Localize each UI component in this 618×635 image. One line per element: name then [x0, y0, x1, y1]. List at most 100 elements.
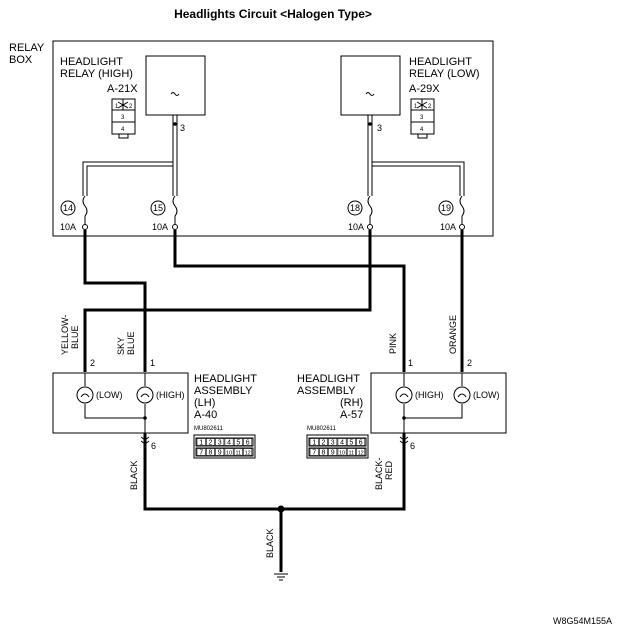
- lh-connector-cell: [224, 438, 234, 446]
- relay-low-pin-3: 3: [420, 115, 424, 121]
- rh-connector-cell: [318, 448, 328, 456]
- fuse-19-number: 19: [441, 203, 451, 213]
- fuse-14-badge: [60, 200, 76, 216]
- lh-connector-pin-7: 7: [199, 449, 203, 456]
- rh-high-bulb-icon: [395, 386, 413, 404]
- rh-connector-cell: [309, 448, 319, 456]
- lh-part-number: MU802611: [194, 426, 224, 432]
- fuse-18: 18 10A: [347, 195, 373, 232]
- wire-label-black-lh: BLACK: [129, 460, 139, 490]
- fuse-15-badge: [150, 200, 166, 216]
- wire-label-black-red: BLACK- RED: [374, 457, 394, 490]
- relay-high-switch-symbol: [170, 92, 180, 96]
- svg-text:YELLOW-: YELLOW-: [60, 315, 70, 355]
- wire-label-orange: ORANGE: [448, 315, 458, 354]
- rh-connector-cell: [337, 438, 347, 446]
- lh-connector-cell: [196, 448, 206, 456]
- lh-assembly-label-line1: HEADLIGHT: [194, 373, 257, 385]
- lh-low-label: (LOW): [96, 390, 123, 400]
- relay-high-terminal-dot: [173, 122, 177, 126]
- fuse-14-terminal: [82, 224, 88, 230]
- relay-low-label-line1: HEADLIGHT: [409, 56, 472, 68]
- wire-label-black-ground: BLACK: [265, 528, 275, 558]
- lh-connector-cell: [243, 438, 253, 446]
- lh-low-bulb-icon: [76, 386, 94, 404]
- lh-connector-pin-6: 6: [246, 439, 250, 446]
- lh-connector-pin-4: 4: [227, 439, 231, 446]
- fuse-14-number: 14: [63, 203, 73, 213]
- rh-connector-cell: [309, 438, 319, 446]
- fuse-15: 15 10A: [150, 195, 178, 232]
- rh-pin-ground: 6: [410, 441, 415, 451]
- lh-connector-pin-3: 3: [218, 439, 222, 446]
- lh-assembly-label-line2: ASSEMBLY: [194, 385, 253, 397]
- lh-connector-cell: [206, 438, 215, 446]
- rh-connector-cell: [356, 448, 366, 456]
- relay-high-code: A-21X: [107, 83, 138, 95]
- rh-ground-connector-mark: [399, 436, 409, 445]
- relay-box-label-line2: BOX: [9, 54, 33, 66]
- relay-box-internal-wiring: [82, 115, 465, 196]
- headlight-relay-low: HEADLIGHT RELAY (LOW) A-29X 3 1 2 3 4: [340, 55, 480, 139]
- relay-low-pin-2: 2: [428, 104, 432, 110]
- lh-ground-connector-mark: [140, 436, 150, 445]
- relay-low-terminal-dot: [368, 122, 372, 126]
- rh-low-label: (LOW): [473, 390, 500, 400]
- fuse-18-terminal: [367, 224, 373, 230]
- svg-text:BLUE: BLUE: [126, 331, 136, 355]
- rh-connector-cell: [356, 438, 366, 446]
- rh-assembly-label-line1: HEADLIGHT: [297, 373, 360, 385]
- svg-text:BLUE: BLUE: [70, 325, 80, 349]
- svg-text:BLACK-: BLACK-: [374, 457, 384, 490]
- rh-connector-pin-9: 9: [331, 449, 335, 456]
- lh-connector-pin-8: 8: [208, 449, 212, 456]
- fuse-14-symbol: [82, 195, 88, 224]
- rh-connector-pin-1: 1: [312, 439, 316, 446]
- relay-box: [52, 40, 494, 237]
- relay-high-label-line1: HEADLIGHT: [60, 56, 123, 68]
- lh-connector-cell: [233, 448, 243, 456]
- rh-connector-cell: [328, 448, 338, 456]
- rh-connector-pin-6: 6: [359, 439, 363, 446]
- rh-connector-pin-7: 7: [312, 449, 316, 456]
- relay-low-terminal: 3: [377, 123, 382, 133]
- rh-connector-cell: [346, 438, 356, 446]
- rh-low-bulb-icon: [453, 386, 471, 404]
- rh-connector-pin-10: 10: [339, 450, 345, 456]
- rh-connector-pin-11: 11: [348, 450, 354, 456]
- lh-connector-cell: [196, 438, 206, 446]
- lh-high-bulb-icon: [136, 386, 154, 404]
- wire-ground-bus: [143, 433, 406, 511]
- relay-low-label-line2: RELAY (LOW): [409, 68, 480, 80]
- fuse-15-rating: 10A: [152, 222, 168, 232]
- lh-connector-cell: [215, 448, 225, 456]
- rh-connector-pin-3: 3: [331, 439, 335, 446]
- rh-connector-icon: [306, 434, 369, 459]
- rh-connector-cell: [328, 438, 338, 446]
- fuse-15-symbol: [172, 195, 178, 224]
- lh-connector-pin-2: 2: [208, 439, 212, 446]
- fuse-19: 19 10A: [438, 195, 465, 232]
- relay-low-pin-1: 1: [414, 104, 418, 110]
- relay-low-switch-symbol: [365, 92, 375, 96]
- wire-label-yellow-blue: YELLOW- BLUE: [60, 315, 80, 355]
- rh-connector-cell: [346, 448, 356, 456]
- rh-pin-high: 1: [408, 358, 413, 368]
- rh-high-label: (HIGH): [415, 390, 444, 400]
- rh-connector-pin-8: 8: [321, 449, 325, 456]
- relay-high-pin-2: 2: [129, 104, 133, 110]
- lh-assembly-label-line3: (LH): [194, 397, 215, 409]
- fuse-15-terminal: [172, 224, 178, 230]
- lh-pin-low: 2: [90, 358, 95, 368]
- lh-connector-cell: [215, 438, 225, 446]
- relay-high-pin-4: 4: [121, 127, 125, 133]
- lh-high-label: (HIGH): [156, 390, 185, 400]
- relay-box-label-line1: RELAY: [9, 42, 45, 54]
- lh-connector-pin-12: 12: [245, 450, 251, 456]
- ground-splice-dot: [277, 505, 285, 513]
- rh-connector-cell: [337, 448, 347, 456]
- rh-pin-low: 2: [467, 358, 472, 368]
- lh-pin-high: 1: [150, 358, 155, 368]
- rh-assembly-label-line3: (RH): [340, 397, 363, 409]
